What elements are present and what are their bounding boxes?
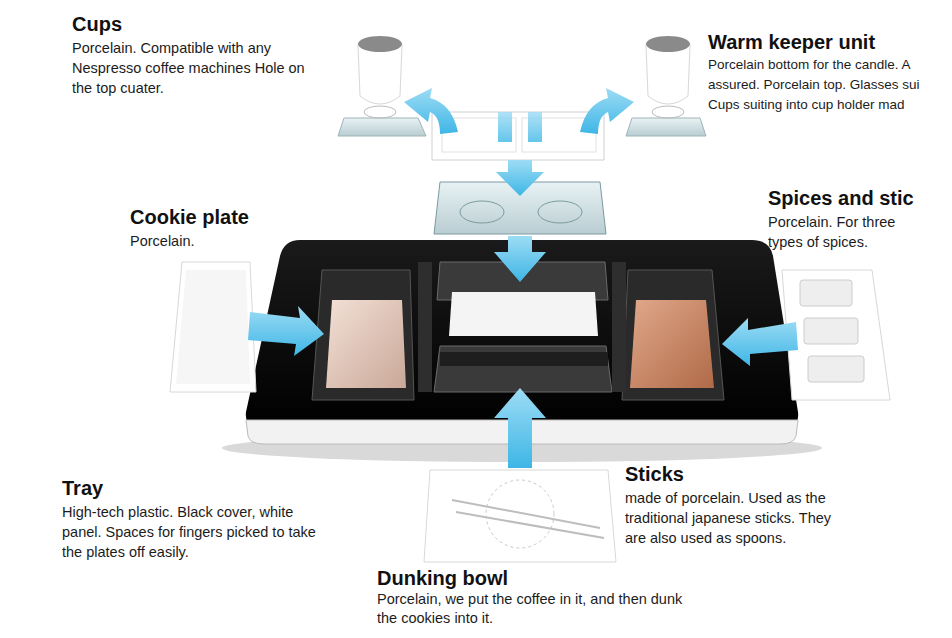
bowl-well bbox=[486, 480, 554, 548]
compartment bbox=[622, 270, 724, 400]
cup-holder bbox=[626, 118, 706, 136]
cookie-plate bbox=[170, 262, 256, 392]
part-heading: Dunking bowl bbox=[377, 566, 637, 590]
cup-top bbox=[358, 36, 402, 52]
cup-base bbox=[652, 106, 684, 118]
part-heading: Cookie plate bbox=[130, 205, 330, 229]
frame-edge bbox=[440, 352, 608, 366]
assembly-arrow bbox=[528, 112, 542, 142]
part-heading: Cups bbox=[72, 12, 292, 36]
frame bbox=[418, 262, 432, 392]
frame bbox=[434, 346, 612, 392]
assembly-arrow bbox=[580, 88, 634, 134]
glass-ring bbox=[538, 201, 582, 223]
part-heading: Spices and stic bbox=[768, 186, 948, 210]
cookie-plate-inner bbox=[176, 270, 250, 384]
frame bbox=[612, 262, 626, 392]
opening bbox=[449, 292, 598, 336]
part-description: made of porcelain. Used as the tradition… bbox=[625, 488, 851, 548]
spice-slot bbox=[630, 300, 714, 388]
compartment bbox=[312, 270, 414, 400]
spice-well bbox=[804, 318, 858, 344]
part-heading: Sticks bbox=[625, 462, 825, 486]
spice-holder bbox=[782, 270, 890, 400]
part-description: Porcelain, we put the coffee in it, and … bbox=[377, 590, 687, 628]
spice-well bbox=[800, 280, 852, 306]
assembly-arrow bbox=[496, 160, 544, 196]
assembly-arrow bbox=[498, 112, 512, 142]
assembly-arrow bbox=[722, 318, 798, 366]
cup-top bbox=[646, 36, 690, 52]
part-description: Porcelain bottom for the candle. A assur… bbox=[708, 55, 944, 115]
cup-base bbox=[364, 106, 396, 118]
glass-ring bbox=[460, 201, 504, 223]
stick bbox=[456, 512, 604, 538]
assembly-arrow bbox=[248, 306, 324, 356]
dunking-bowl bbox=[424, 470, 616, 562]
part-heading: Warm keeper unit bbox=[708, 30, 944, 54]
part-description: Porcelain. For three types of spices. bbox=[768, 212, 918, 252]
part-heading: Tray bbox=[62, 476, 262, 500]
warm-keeper bbox=[432, 112, 604, 160]
cup bbox=[646, 44, 690, 104]
assembly-arrow bbox=[404, 88, 458, 134]
assembly-arrow bbox=[494, 388, 546, 468]
part-description: High-tech plastic. Black cover, white pa… bbox=[62, 502, 334, 562]
assembly-arrow bbox=[494, 236, 546, 282]
cookie-plate-slot bbox=[326, 300, 406, 388]
spice-well bbox=[808, 356, 864, 382]
cup-holder bbox=[338, 118, 426, 136]
part-description: Porcelain. bbox=[130, 231, 280, 251]
part-description: Porcelain. Compatible with any Nespresso… bbox=[72, 38, 312, 98]
cup bbox=[358, 44, 402, 104]
